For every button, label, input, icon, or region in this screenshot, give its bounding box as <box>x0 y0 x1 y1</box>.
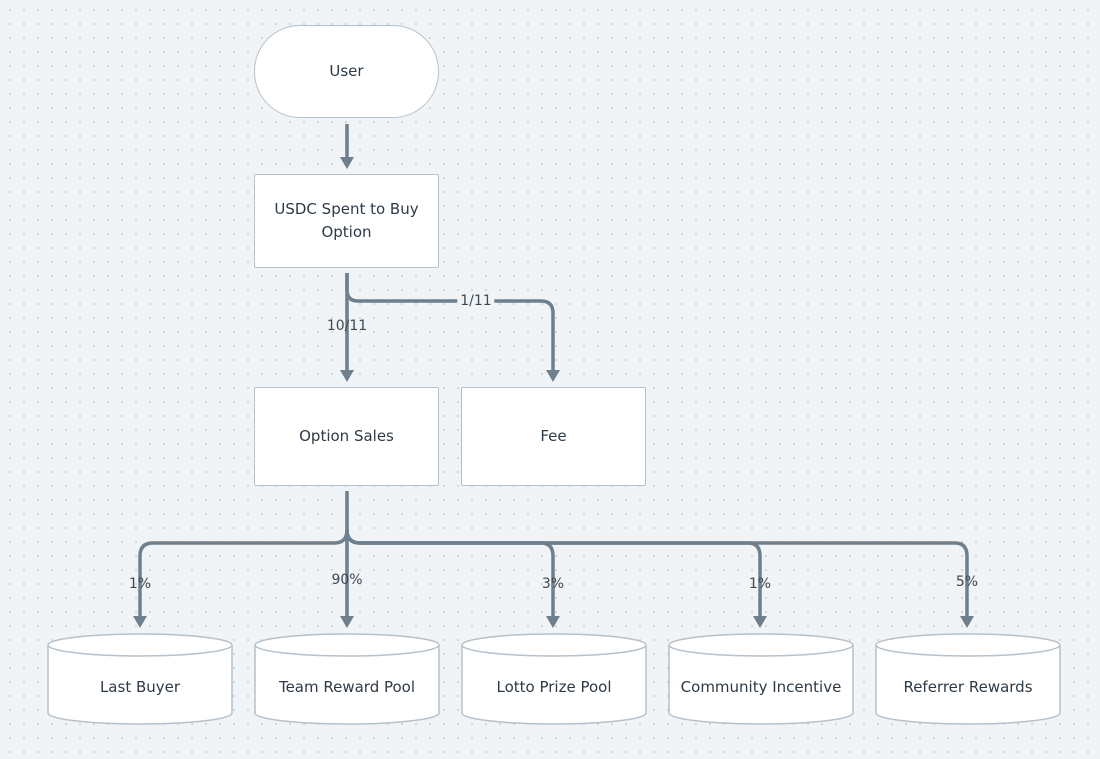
node-usdc-spent[interactable]: USDC Spent to Buy Option <box>254 174 439 268</box>
node-option-sales[interactable]: Option Sales <box>254 387 439 486</box>
edge-label-10-11: 10/11 <box>326 318 368 334</box>
edge-label-community-incentive: 1% <box>748 576 772 592</box>
cylinder-shape <box>461 633 647 725</box>
node-community-incentive[interactable]: Community Incentive <box>668 633 854 725</box>
edge-label-team-reward-pool: 90% <box>331 572 363 588</box>
node-user-label: User <box>329 62 364 80</box>
arrowhead-referrer-rewards <box>960 616 974 628</box>
arrowhead-fee <box>546 370 560 382</box>
node-user[interactable]: User <box>254 25 439 118</box>
arrowhead-lotto-prize-pool <box>546 616 560 628</box>
node-team-reward-pool-label: Team Reward Pool <box>278 677 416 696</box>
cylinder-shape <box>254 633 440 725</box>
cylinder-shape <box>875 633 1061 725</box>
edge-sales-to-last-buyer <box>138 529 349 616</box>
edge-label-referrer-rewards: 5% <box>955 574 979 590</box>
node-fee-label: Fee <box>540 427 567 445</box>
edge-label-last-buyer: 1% <box>128 576 152 592</box>
edge-usdc-to-fee <box>345 273 555 370</box>
node-community-incentive-label: Community Incentive <box>680 677 842 696</box>
arrowhead-usdc-spent <box>340 157 354 169</box>
node-usdc-spent-label: USDC Spent to Buy Option <box>274 200 419 241</box>
node-referrer-rewards[interactable]: Referrer Rewards <box>875 633 1061 725</box>
cylinder-shape <box>47 633 233 725</box>
node-referrer-rewards-label: Referrer Rewards <box>903 677 1033 696</box>
edge-label-lotto-prize-pool: 3% <box>541 576 565 592</box>
cylinder-shape <box>668 633 854 725</box>
node-lotto-prize-pool[interactable]: Lotto Prize Pool <box>461 633 647 725</box>
node-fee[interactable]: Fee <box>461 387 646 486</box>
arrowhead-last-buyer <box>133 616 147 628</box>
arrowhead-team-reward-pool <box>340 616 354 628</box>
node-option-sales-label: Option Sales <box>299 427 394 445</box>
arrowhead-community-incentive <box>753 616 767 628</box>
node-team-reward-pool[interactable]: Team Reward Pool <box>254 633 440 725</box>
arrowhead-option-sales <box>340 370 354 382</box>
node-lotto-prize-pool-label: Lotto Prize Pool <box>496 677 612 696</box>
edge-sales-to-referrer-rewards <box>345 529 969 616</box>
node-last-buyer-label: Last Buyer <box>99 677 181 696</box>
edge-label-1-11: 1/11 <box>457 293 495 309</box>
node-last-buyer[interactable]: Last Buyer <box>47 633 233 725</box>
